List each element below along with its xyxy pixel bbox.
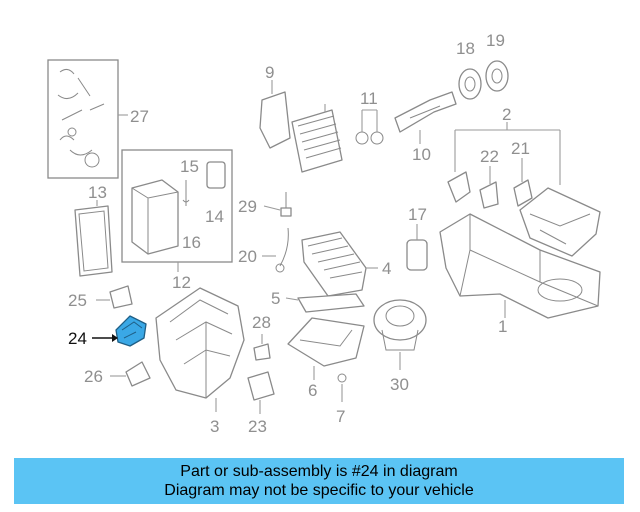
part-18-grommet (458, 68, 482, 100)
part-3-housing (155, 287, 245, 412)
part-23-module (247, 371, 275, 414)
callout-26: 26 (84, 367, 103, 386)
part-7-clip (337, 373, 347, 402)
callout-14: 14 (205, 207, 224, 226)
part-13-filter (74, 200, 113, 277)
part-9-bracket (259, 80, 291, 149)
banner-line-1: Part or sub-assembly is #24 in diagram (180, 463, 458, 480)
part-20-hose (262, 227, 289, 273)
part-19-grommet (485, 60, 509, 92)
callout-10: 10 (412, 145, 431, 164)
part-27-kit (47, 59, 128, 179)
part-26-bracket (110, 361, 151, 387)
callout-20: 20 (238, 247, 257, 266)
part-6-tray (287, 317, 365, 380)
callout-17: 17 (408, 205, 427, 224)
part-4-heater-core (301, 231, 378, 297)
part-28-bracket (253, 334, 271, 361)
callout-24: 24 (68, 329, 87, 348)
part-17-actuator (406, 224, 428, 271)
info-banner: Part or sub-assembly is #24 in diagram D… (14, 458, 624, 504)
callout-30: 30 (390, 375, 409, 394)
callout-25: 25 (68, 291, 87, 310)
callout-22: 22 (480, 147, 499, 166)
callout-5: 5 (271, 289, 280, 308)
part-1-housing (439, 213, 601, 319)
callout-4: 4 (382, 259, 391, 278)
part-12-group (121, 149, 233, 272)
callout-11: 11 (360, 89, 378, 108)
callout-13: 13 (88, 183, 107, 202)
callout-29: 29 (238, 197, 257, 216)
part-5-plate (285, 293, 365, 313)
callout-19: 19 (486, 31, 505, 50)
callout-27: 27 (130, 107, 149, 126)
callout-12: 12 (172, 273, 191, 292)
callout-16: 16 (182, 233, 201, 252)
callout-7: 7 (336, 407, 345, 426)
banner-line-2: Diagram may not be specific to your vehi… (164, 482, 474, 499)
callout-28: 28 (252, 313, 271, 332)
callout-23: 23 (248, 417, 267, 436)
callout-21: 21 (511, 139, 530, 158)
callout-15: 15 (180, 157, 199, 176)
callout-6: 6 (308, 381, 317, 400)
part-29-screw (263, 192, 292, 217)
parts-diagram: 27 13 15 14 16 12 9 11 (47, 31, 601, 436)
part-2-group (447, 122, 601, 257)
callout-18: 18 (456, 39, 475, 58)
part-8-evaporator (291, 104, 343, 173)
part-24-highlighted (92, 315, 147, 347)
callout-3: 3 (210, 417, 219, 436)
part-10-valve (394, 91, 457, 144)
part-11-orings (355, 109, 384, 145)
callout-2: 2 (502, 105, 511, 124)
callout-9: 9 (265, 63, 274, 82)
callout-1: 1 (498, 317, 507, 336)
part-25-bracket (96, 285, 133, 309)
part-30-blower (373, 299, 427, 370)
